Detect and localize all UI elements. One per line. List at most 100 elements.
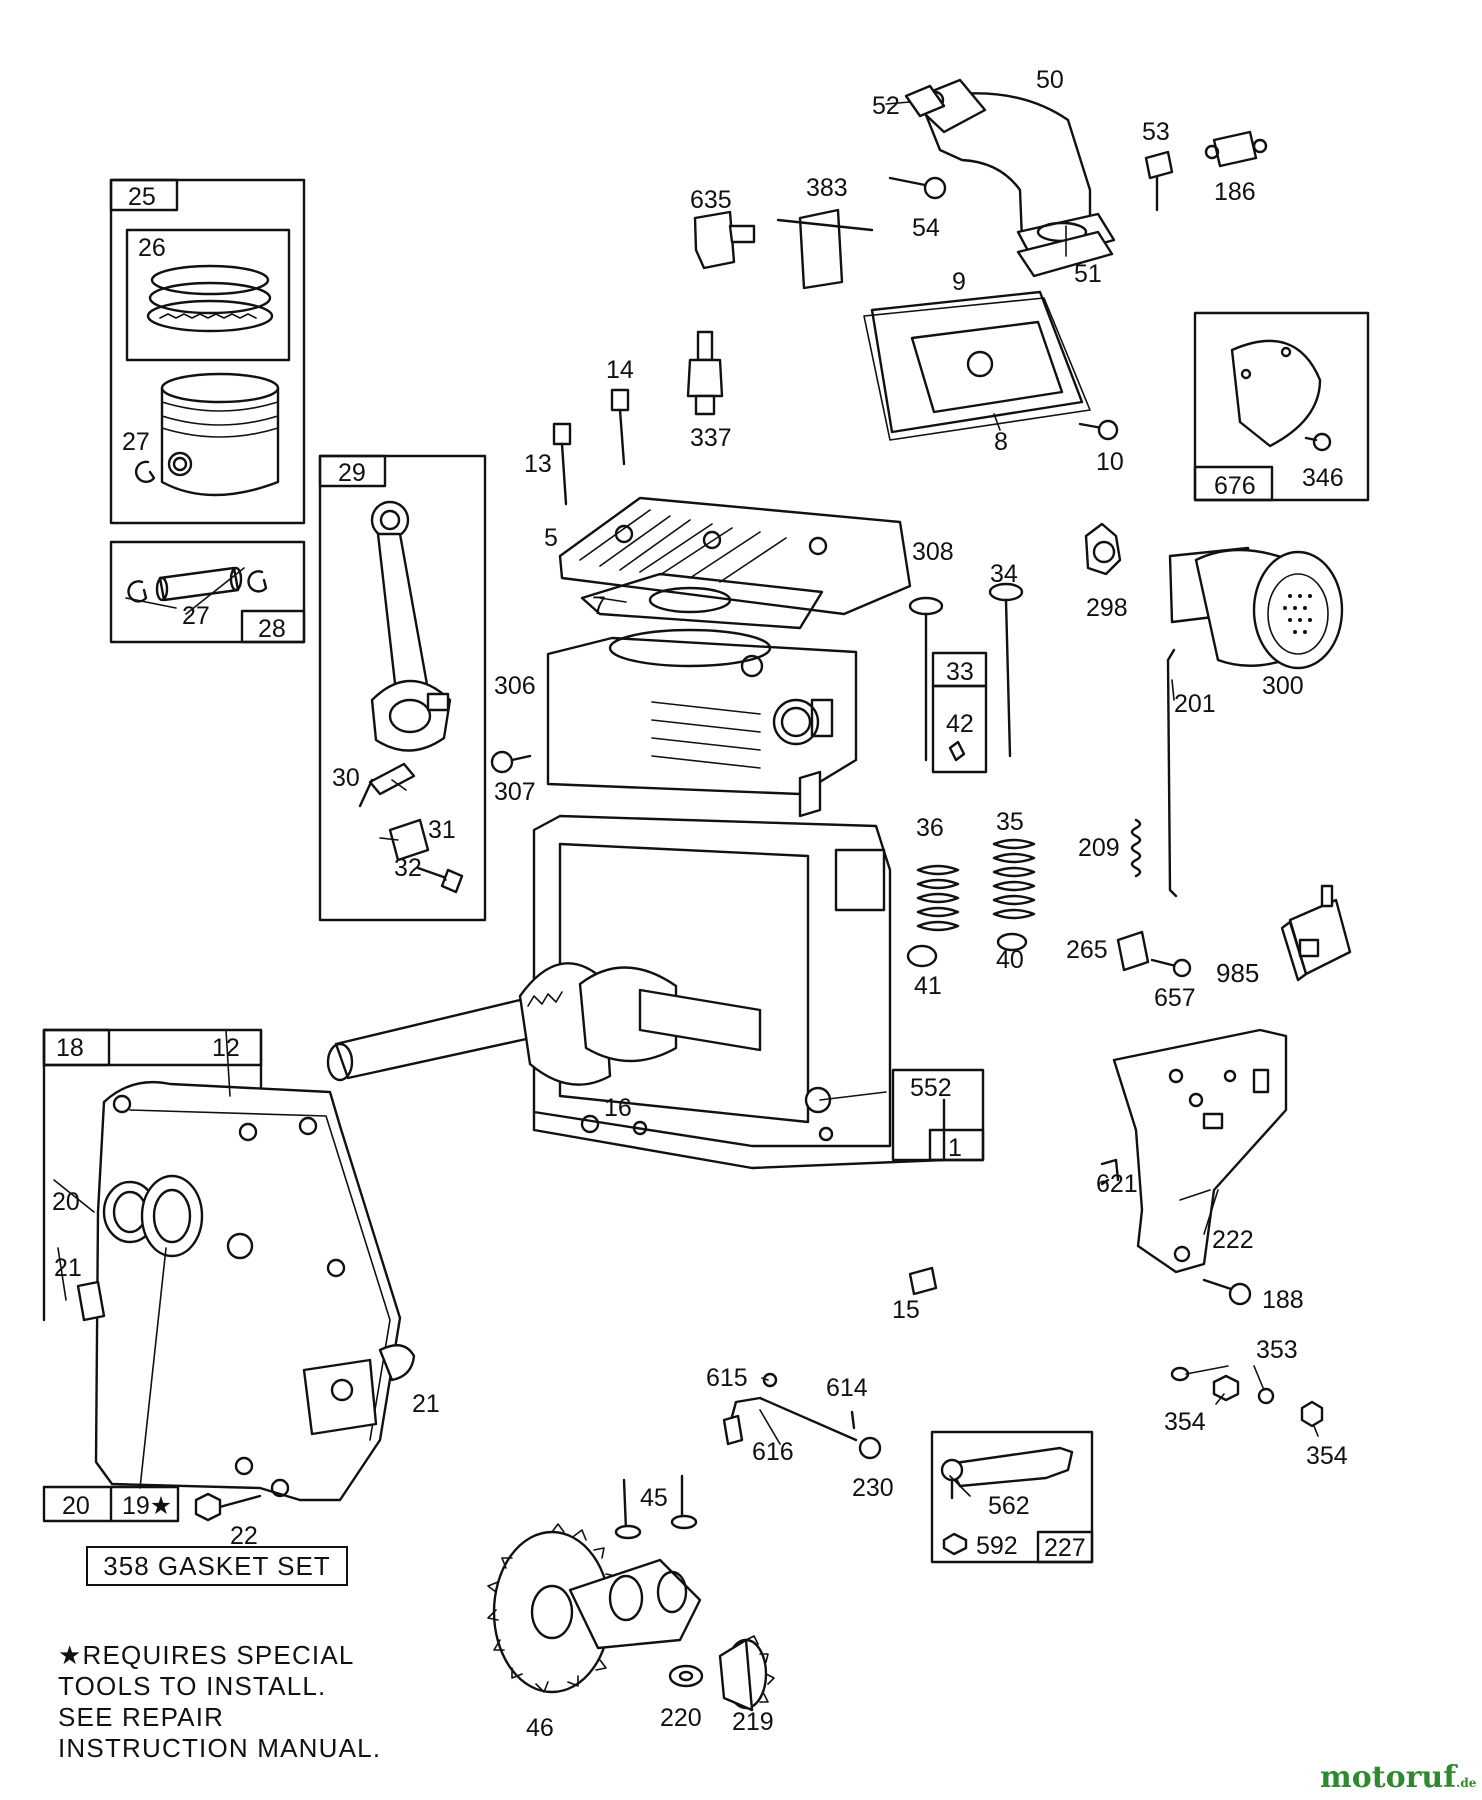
bushing-19 (140, 1174, 204, 1258)
callout-552: 552 (910, 1074, 952, 1102)
callout-265: 265 (1066, 936, 1108, 964)
lock-nut-298 (1084, 522, 1122, 576)
valve-spring-36 (916, 864, 960, 932)
callout-621: 621 (1096, 1170, 1138, 1198)
special-tools-note: ★REQUIRES SPECIAL TOOLS TO INSTALL. SEE … (58, 1640, 381, 1764)
callout-985: 985 (1216, 958, 1259, 988)
bracket-265 (1116, 930, 1150, 972)
nut-592 (942, 1532, 968, 1556)
crankcase-cover (94, 1080, 402, 1502)
note-line-1: ★REQUIRES SPECIAL (58, 1640, 355, 1670)
callout-30: 30 (332, 764, 360, 792)
callout-26: 26 (138, 234, 166, 262)
leader-lines (53, 101, 1319, 1497)
nut-354 (1212, 1374, 1324, 1428)
callout-222: 222 (1212, 1226, 1254, 1254)
bushing-group-box (42, 1485, 180, 1523)
piston (160, 372, 280, 497)
callout-27-piston: 27 (122, 428, 150, 456)
callout-353: 353 (1256, 1336, 1298, 1364)
callout-46: 46 (526, 1714, 554, 1742)
crankshaft (326, 962, 762, 1086)
callout-36: 36 (916, 814, 944, 842)
exhaust-valve-34 (988, 582, 1024, 758)
screw-346 (1304, 432, 1332, 452)
governor-shaft-616 (722, 1396, 858, 1446)
drain-plug-15 (908, 1266, 938, 1296)
callout-50: 50 (1036, 66, 1064, 94)
rod-dipper (358, 762, 416, 808)
screw-657 (1150, 958, 1192, 978)
clip-615 (762, 1372, 778, 1388)
callout-346: 346 (1302, 464, 1344, 492)
cylinder-head (558, 496, 912, 616)
callout-20-seal: 20 (52, 1188, 80, 1216)
washer-220 (668, 1664, 704, 1688)
connecting-rod (370, 500, 452, 752)
callout-20-box: 20 (62, 1492, 90, 1520)
head-bolt-14 (610, 388, 630, 466)
callout-1: 1 (948, 1134, 962, 1162)
callout-28: 28 (258, 615, 286, 643)
pin-group-box (109, 540, 306, 644)
exhaust-gasket (1016, 230, 1114, 278)
callout-230: 230 (852, 1474, 894, 1502)
gasket-52 (904, 84, 946, 118)
control-bracket-222 (1112, 1028, 1288, 1274)
lock-plate (388, 818, 430, 862)
callout-308: 308 (912, 538, 954, 566)
callout-337: 337 (690, 424, 732, 452)
fitting-186 (1204, 130, 1268, 168)
callout-5: 5 (544, 524, 558, 552)
callout-186: 186 (1214, 178, 1256, 206)
callout-383: 383 (806, 174, 848, 202)
valve-group-box (931, 651, 988, 774)
intake-valve-33 (908, 596, 944, 762)
callout-8: 8 (994, 428, 1008, 456)
callout-657: 657 (1154, 984, 1196, 1012)
callout-14: 14 (606, 356, 634, 384)
callout-616: 616 (752, 1438, 794, 1466)
callout-12: 12 (212, 1034, 240, 1062)
seal-552 (804, 1086, 832, 1114)
callout-19: 19★ (122, 1492, 172, 1520)
note-line-2: TOOLS TO INSTALL. (58, 1671, 327, 1701)
gear-219 (718, 1635, 775, 1712)
piston-group-box (109, 178, 306, 525)
callout-9: 9 (952, 268, 966, 296)
callout-307: 307 (494, 778, 536, 806)
callout-615: 615 (706, 1364, 748, 1392)
callout-614: 614 (826, 1374, 868, 1402)
washer-230 (858, 1436, 882, 1460)
rod-bolt (416, 866, 464, 894)
callout-31: 31 (428, 816, 456, 844)
callout-209: 209 (1078, 834, 1120, 862)
muffler-300 (1168, 546, 1344, 670)
tappets-45 (614, 1474, 698, 1540)
spark-plug-socket-383 (776, 208, 874, 290)
watermark-suffix: .de (1456, 1776, 1477, 1790)
clip-621 (1100, 1158, 1120, 1186)
governor-lever-box (930, 1430, 1094, 1564)
spark-plug-wrench-635 (693, 210, 756, 270)
callout-298: 298 (1086, 594, 1128, 622)
callout-306: 306 (494, 672, 536, 700)
head-bolt-13 (552, 422, 572, 506)
callout-16: 16 (604, 1094, 632, 1122)
callout-33: 33 (946, 658, 974, 686)
callout-227: 227 (1044, 1534, 1086, 1562)
washer-353 (1170, 1366, 1275, 1405)
callout-34: 34 (990, 560, 1018, 588)
callout-201: 201 (1174, 690, 1216, 718)
crankcase-cover-box (42, 1028, 263, 1322)
callout-53: 53 (1142, 118, 1170, 146)
callout-54: 54 (912, 214, 940, 242)
note-line-3: SEE REPAIR (58, 1702, 225, 1732)
screw-10 (1078, 419, 1119, 441)
callout-25: 25 (128, 183, 156, 211)
spring-retainer-41 (906, 944, 938, 968)
watermark-brand: motoruf (1320, 1760, 1457, 1795)
head-gasket (580, 572, 824, 630)
callout-21-left: 21 (54, 1254, 82, 1282)
callout-41: 41 (914, 972, 942, 1000)
